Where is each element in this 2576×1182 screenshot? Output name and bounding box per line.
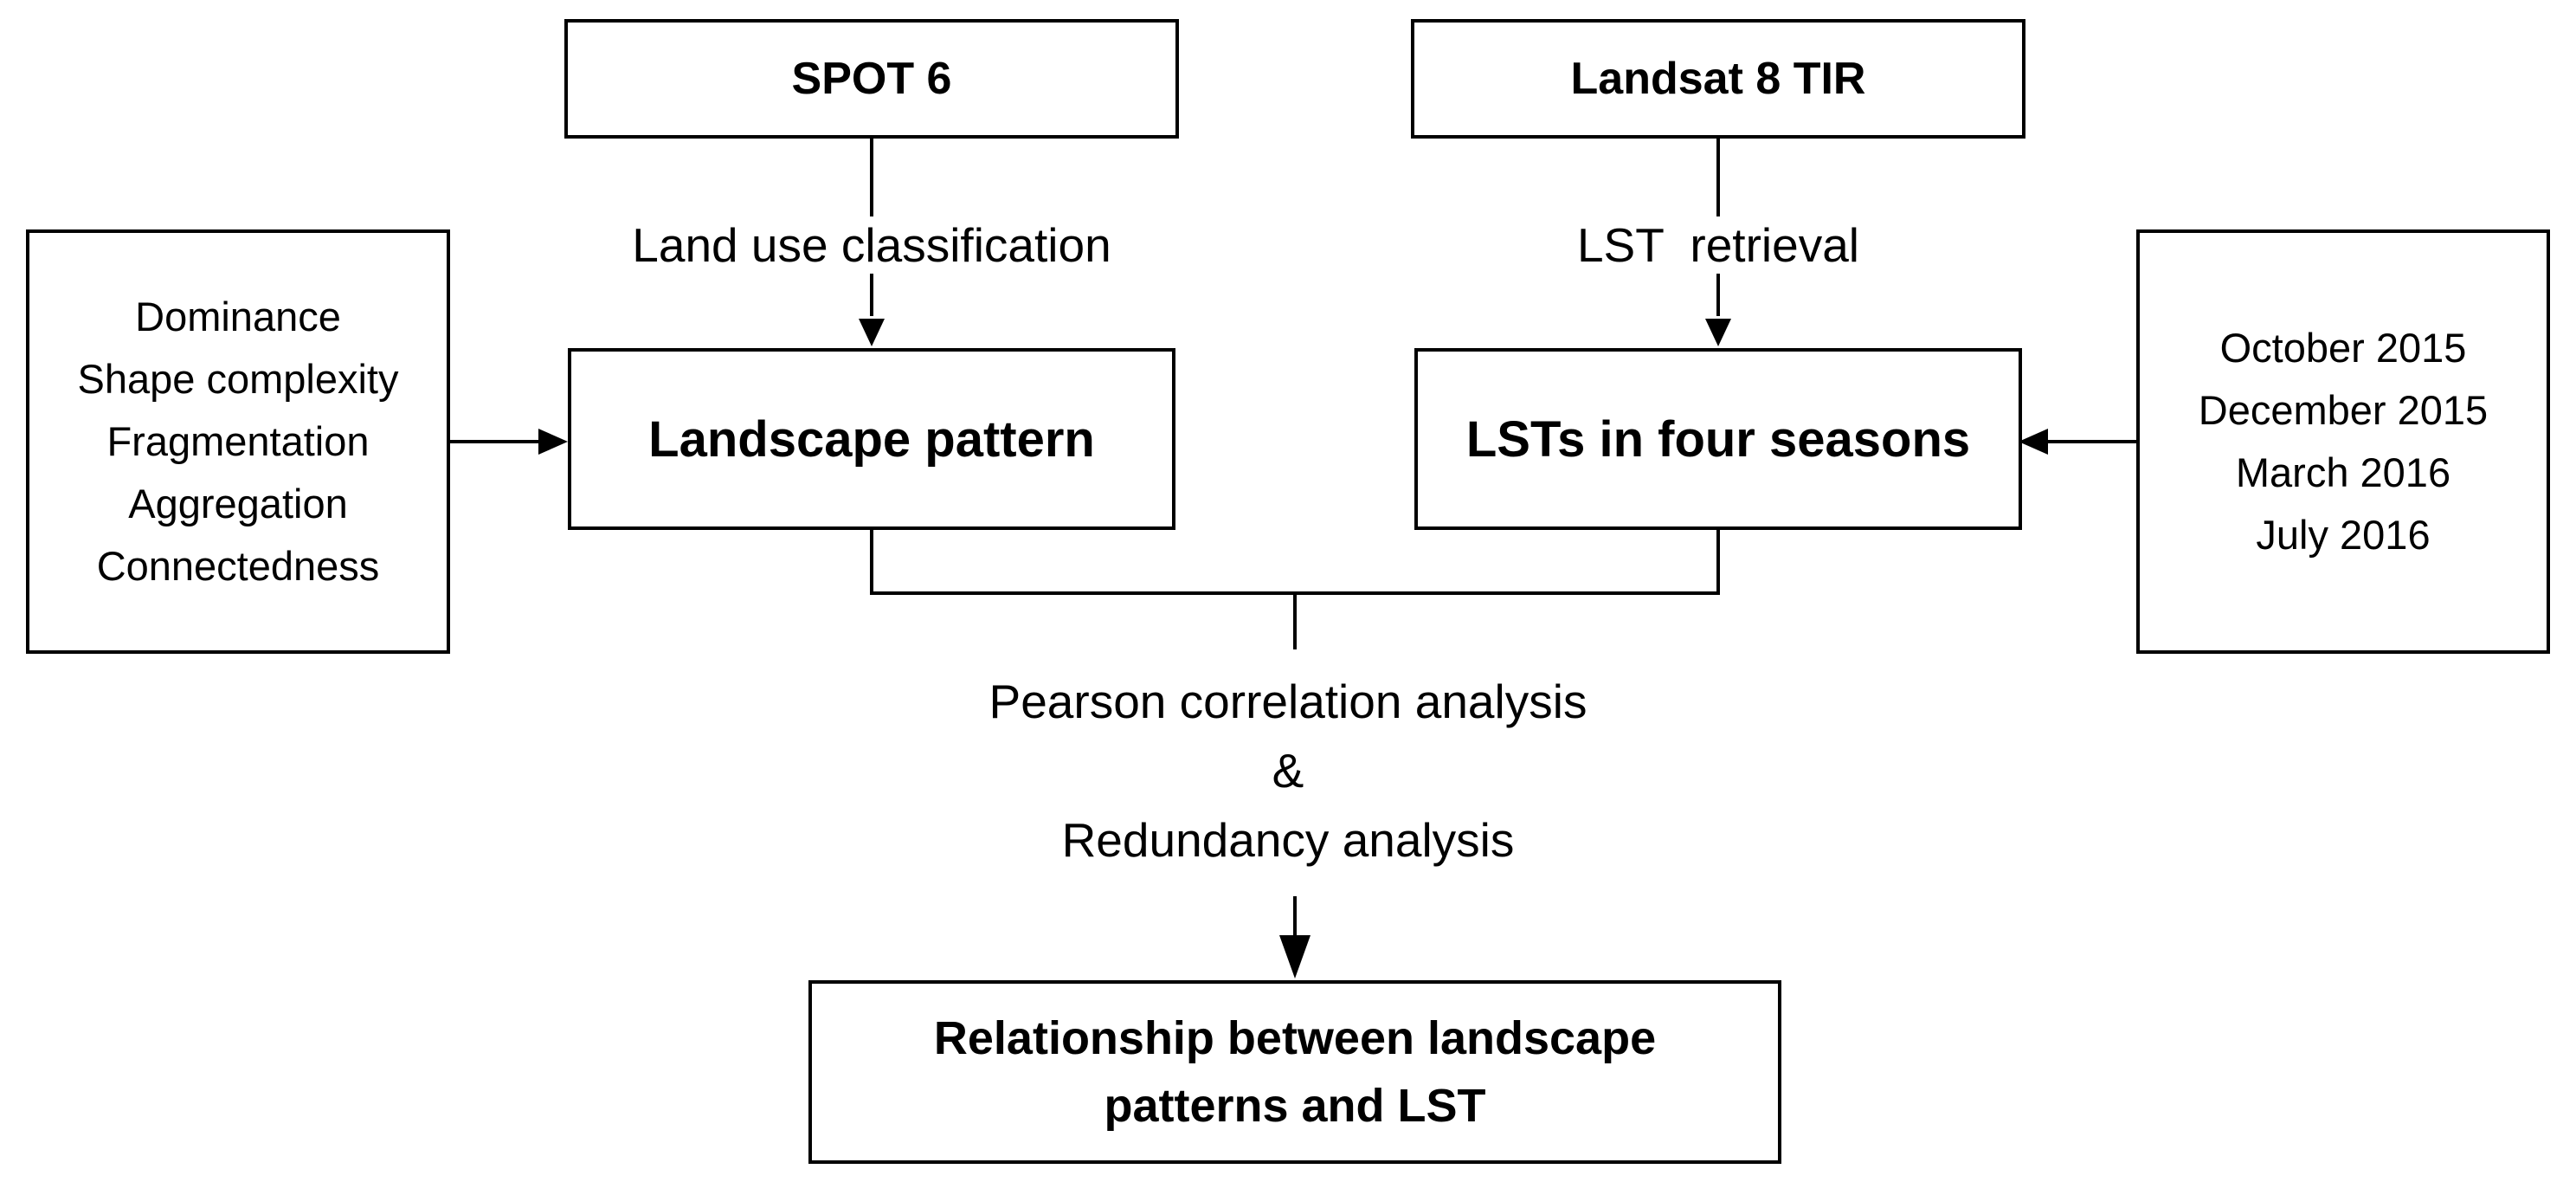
date-item: October 2015 (2219, 325, 2467, 371)
analysis-line-3: Redundancy analysis (1061, 813, 1515, 867)
landscape-pattern-box: Landscape pattern (568, 348, 1175, 530)
landsat-box: Landsat 8 TIR (1411, 19, 2025, 139)
metric-item: Shape complexity (77, 356, 399, 402)
lst-seasons-box: LSTs in four seasons (1414, 348, 2022, 530)
merge-bracket (870, 530, 1720, 595)
arrowhead-from-dates (2019, 429, 2048, 455)
land-use-classification-text: Land use classification (632, 218, 1111, 272)
arrowhead-to-lst-seasons (1705, 319, 1731, 346)
relationship-line-1: Relationship between landscape (933, 1012, 1657, 1064)
metric-item: Fragmentation (106, 418, 370, 464)
metric-item: Aggregation (128, 481, 348, 526)
metric-item: Dominance (135, 294, 341, 339)
dates-box: October 2015 December 2015 March 2016 Ju… (2136, 229, 2550, 654)
arrowhead-to-landscape-pattern (859, 319, 885, 346)
relationship-box: Relationship between landscape patterns … (808, 980, 1781, 1164)
analysis-label: Pearson correlation analysis & Redundanc… (855, 667, 1721, 875)
metric-item: Connectedness (96, 543, 380, 589)
lst-retrieval-text: LST retrieval (1576, 218, 1860, 272)
lst-seasons-title: LSTs in four seasons (1465, 410, 1971, 468)
analysis-line-2: & (1272, 744, 1304, 798)
date-item: March 2016 (2235, 449, 2451, 495)
landscape-pattern-title: Landscape pattern (648, 410, 1095, 468)
landsat-title: Landsat 8 TIR (1570, 54, 1866, 104)
lst-retrieval-label: LST retrieval (1502, 216, 1935, 274)
arrowhead-from-metrics (538, 429, 568, 455)
relationship-line-2: patterns and LST (1104, 1080, 1486, 1132)
spot6-title: SPOT 6 (791, 54, 952, 104)
metrics-box: Dominance Shape complexity Fragmentation… (26, 229, 450, 654)
spot6-box: SPOT 6 (564, 19, 1179, 139)
analysis-line-1: Pearson correlation analysis (989, 675, 1587, 728)
date-item: July 2016 (2256, 512, 2431, 558)
land-use-classification-label: Land use classification (569, 216, 1175, 274)
date-item: December 2015 (2198, 387, 2489, 433)
arrowhead-to-relationship (1279, 935, 1311, 979)
